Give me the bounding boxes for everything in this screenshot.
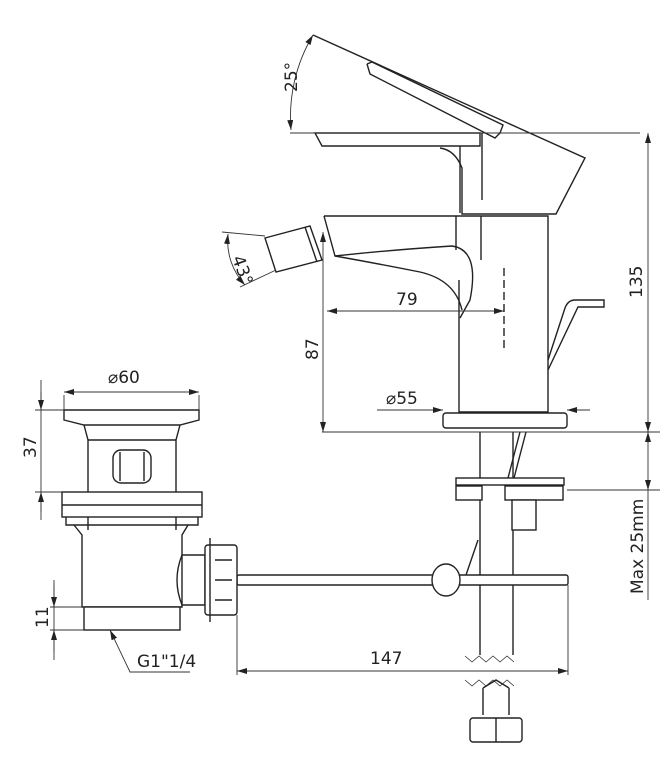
thread [83, 606, 181, 631]
nut [511, 499, 537, 531]
label-lever-angle: 25° [282, 62, 302, 92]
waste-assembly [61, 409, 238, 631]
dimension-lines [35, 34, 660, 675]
lever-closed [313, 132, 481, 147]
label-waste-height: 37 [21, 436, 41, 458]
label-thread-size: G1"1/4 [137, 652, 196, 672]
label-rod-length: 147 [370, 649, 402, 669]
popup-rod [236, 539, 569, 597]
label-spout-height: 87 [303, 338, 323, 360]
rod-ball [431, 563, 461, 597]
label-thread-length: 11 [33, 606, 53, 628]
lever-open [312, 34, 586, 215]
label-max-deck: Max 25mm [628, 499, 648, 594]
mixer-body [264, 34, 605, 743]
label-waste-diameter: ⌀60 [108, 368, 140, 388]
label-nozzle-angle: 43° [227, 253, 256, 288]
shank [479, 432, 514, 655]
label-spout-reach: 79 [396, 290, 418, 310]
washer [455, 477, 565, 486]
waste-cap [63, 409, 200, 426]
label-base-diameter: ⌀55 [386, 389, 418, 409]
label-total-height: 135 [627, 266, 647, 298]
spout-body [324, 215, 549, 413]
nozzle [264, 225, 323, 273]
base-plate [442, 412, 568, 429]
lever-open-inner [366, 61, 504, 134]
